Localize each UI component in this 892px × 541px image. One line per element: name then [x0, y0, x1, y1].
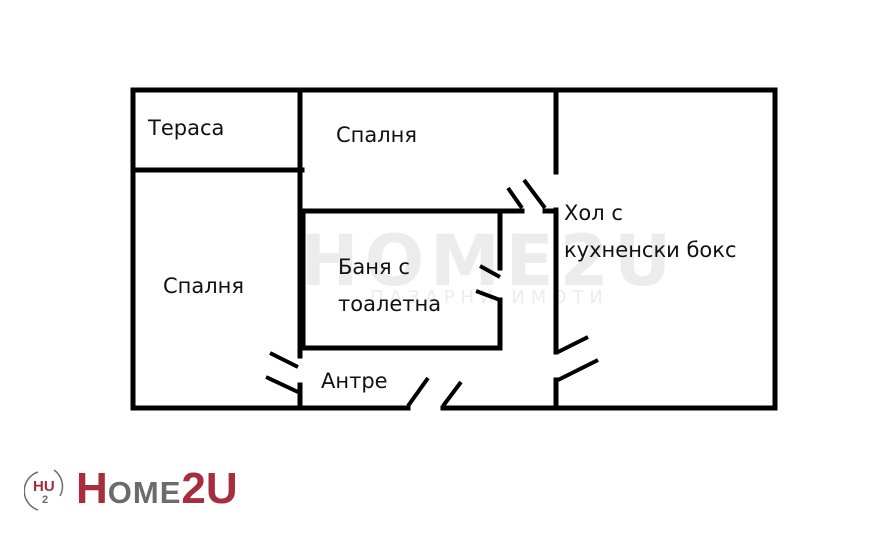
room-label-living-line2: кухненски бокс	[564, 238, 737, 262]
watermark-brand: HOME2U	[300, 220, 678, 302]
room-label-entrance: Антре	[321, 369, 388, 393]
svg-text:2: 2	[42, 494, 48, 506]
logo-wordmark: HOME2U	[76, 464, 238, 514]
room-label-terrace: Тераса	[148, 116, 225, 140]
room-label-bathroom-line1: Баня с	[338, 255, 410, 279]
logo-h: H	[76, 464, 108, 513]
room-label-bedroom-top: Спалня	[336, 123, 418, 147]
room-label-bathroom-line2: тоалетна	[338, 292, 442, 316]
logo-badge-icon: HU 2	[24, 469, 64, 511]
room-label-bedroom-left: Спалня	[163, 274, 245, 298]
logo-ome: OME	[107, 475, 182, 510]
svg-text:HU: HU	[33, 478, 55, 495]
room-label-living-line1: Хол с	[564, 201, 623, 225]
watermark-tagline: ПАЗАРНИ ИМОТИ	[370, 287, 609, 308]
logo-2u: 2U	[181, 464, 238, 513]
